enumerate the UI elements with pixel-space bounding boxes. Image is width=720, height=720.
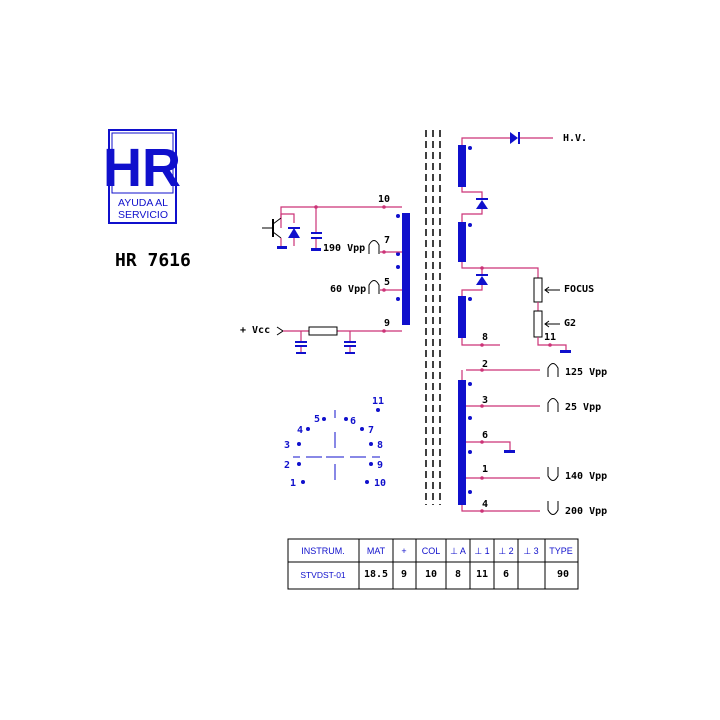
th-ground-2: ⊥ 2 xyxy=(498,546,513,556)
filter-cap-1 xyxy=(295,341,307,343)
pin-4-label: 4 xyxy=(482,499,488,510)
th-type: TYPE xyxy=(549,546,573,556)
primary-winding xyxy=(396,213,410,325)
socket-pin-8: 8 xyxy=(377,440,383,451)
g2-pot xyxy=(533,310,543,338)
socket-pin-1: 1 xyxy=(290,478,296,489)
socket-pin-6: 6 xyxy=(350,416,356,427)
model-title: HR 7616 xyxy=(115,250,191,271)
socket-pinout: 1 2 3 4 5 6 7 8 9 10 11 xyxy=(284,396,386,489)
td-plus: 9 xyxy=(401,569,407,580)
th-instrum: INSTRUM. xyxy=(301,546,345,556)
v140-label: 140 Vpp xyxy=(565,471,607,482)
pin-6-label: 6 xyxy=(482,430,488,441)
vcc-label: + Vcc xyxy=(240,325,270,336)
pulse-60-icon xyxy=(368,280,380,294)
ground-symbol-pin6 xyxy=(504,450,515,453)
v60-label: 60 Vpp xyxy=(330,284,366,295)
g2-arrow-icon xyxy=(544,320,560,328)
pin-11-label: 11 xyxy=(544,332,556,343)
cascade-diode-2 xyxy=(476,274,488,285)
v190-label: 190 Vpp xyxy=(323,243,365,254)
pin-8-label: 8 xyxy=(482,332,488,343)
logo-line1: AYUDA AL xyxy=(118,197,168,209)
spec-table: INSTRUM. MAT + COL ⊥ A ⊥ 1 ⊥ 2 ⊥ 3 TYPE … xyxy=(287,538,579,590)
g2-label: G2 xyxy=(564,318,576,329)
td-ground-1: 11 xyxy=(476,569,488,580)
pulse-190-icon xyxy=(368,240,380,254)
td-col: 10 xyxy=(425,569,437,580)
socket-pin-10: 10 xyxy=(374,478,386,489)
socket-pin-9: 9 xyxy=(377,460,383,471)
pin-5-label: 5 xyxy=(384,277,390,288)
td-type: 90 xyxy=(557,569,569,580)
td-ground-a: 8 xyxy=(455,569,461,580)
pin-7-label: 7 xyxy=(384,235,390,246)
v125-label: 125 Vpp xyxy=(565,367,607,378)
transformer-core xyxy=(425,130,441,505)
pin-3-label: 3 xyxy=(482,395,488,406)
v200-label: 200 Vpp xyxy=(565,506,607,517)
cascade-diode-1 xyxy=(476,198,488,209)
hv-diode xyxy=(510,132,520,144)
td-ground-2: 6 xyxy=(503,569,509,580)
td-instrum: STVDST-01 xyxy=(300,570,346,580)
hv-label: H.V. xyxy=(563,133,587,144)
th-ground-1: ⊥ 1 xyxy=(474,546,489,556)
th-ground-3: ⊥ 3 xyxy=(523,546,538,556)
th-ground-a: ⊥ A xyxy=(450,546,466,556)
socket-pin-3: 3 xyxy=(284,440,290,451)
pin-1-label: 1 xyxy=(482,464,488,475)
focus-label: FOCUS xyxy=(564,284,594,295)
focus-pot xyxy=(533,277,543,303)
socket-pin-7: 7 xyxy=(368,425,374,436)
th-plus: + xyxy=(401,546,406,556)
socket-pin-11: 11 xyxy=(372,396,384,407)
pulse-140-icon xyxy=(547,467,559,481)
focus-arrow-icon xyxy=(544,286,560,294)
pin-10-label: 10 xyxy=(378,194,390,205)
td-mat: 18.5 xyxy=(364,569,388,580)
pin-2-label: 2 xyxy=(482,359,488,370)
vcc-arrow-icon xyxy=(276,326,284,336)
v25-label: 25 Vpp xyxy=(565,402,601,413)
ground-symbol xyxy=(277,246,287,249)
pulse-25-icon xyxy=(547,398,559,412)
socket-pin-5: 5 xyxy=(314,414,320,425)
wire-pin10 xyxy=(280,206,402,228)
socket-pin-2: 2 xyxy=(284,460,290,471)
pulse-125-icon xyxy=(547,363,559,377)
switch-transistor xyxy=(262,217,282,239)
th-mat: MAT xyxy=(367,546,386,556)
ground-symbol-g2 xyxy=(560,350,571,353)
filter-cap-2 xyxy=(344,341,356,343)
th-col: COL xyxy=(422,546,441,556)
logo-line2: SERVICIO xyxy=(118,209,168,221)
vcc-resistor xyxy=(308,326,338,336)
hr-logo: HR AYUDA AL SERVICIO xyxy=(103,129,181,224)
logo-letters: HR xyxy=(103,138,181,198)
pin-9-label: 9 xyxy=(384,318,390,329)
secondary-winding xyxy=(458,380,472,505)
socket-pin-4: 4 xyxy=(297,425,303,436)
pulse-200-icon xyxy=(547,501,559,515)
retrace-capacitor xyxy=(311,232,322,234)
hv-windings xyxy=(458,145,472,338)
damper-diode xyxy=(288,227,300,238)
